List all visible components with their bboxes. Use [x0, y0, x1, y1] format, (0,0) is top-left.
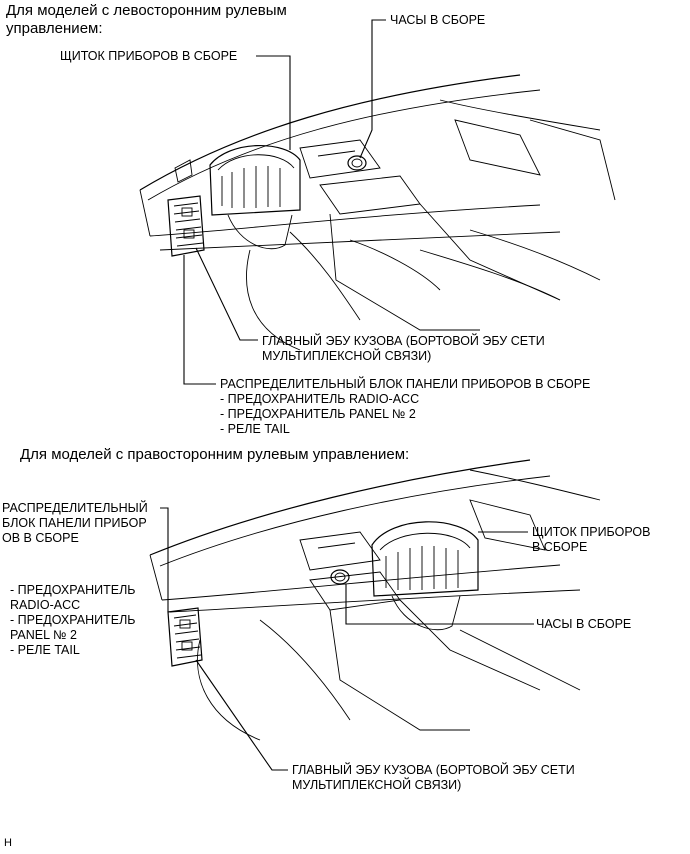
lhd-heading: Для моделей с левосторонним рулевым упра…: [6, 2, 287, 37]
lhd-jb-leader: [183, 255, 216, 385]
rhd-junction-block-label: РАСПРЕДЕЛИТЕЛЬНЫЙ БЛОК ПАНЕЛИ ПРИБОР ОВ …: [2, 501, 148, 545]
rhd-meter-label: ЩИТОК ПРИБОРОВ В СБОРЕ: [532, 525, 651, 554]
lhd-meter-label: ЩИТОК ПРИБОРОВ В СБОРЕ: [60, 49, 238, 63]
lhd-dashboard-drawing: [139, 19, 616, 385]
footer-mark: H: [4, 837, 12, 849]
rhd-ecu-leader: [195, 659, 288, 771]
rhd-parts-label: - ПРЕДОХРАНИТЕЛЬ RADIO-ACC - ПРЕДОХРАНИТ…: [10, 583, 136, 657]
lhd-ecu-leader: [195, 247, 258, 341]
lhd-meter-leader: [256, 55, 291, 150]
lhd-clock-label: ЧАСЫ В СБОРЕ: [390, 13, 486, 27]
rhd-heading: Для моделей с правосторонним рулевым упр…: [20, 446, 410, 463]
lhd-ecu-label: ГЛАВНЫЙ ЭБУ КУЗОВА (БОРТОВОЙ ЭБУ СЕТИ МУ…: [262, 334, 545, 363]
rhd-clock-leader: [345, 584, 534, 625]
rhd-ecu-label: ГЛАВНЫЙ ЭБУ КУЗОВА (БОРТОВОЙ ЭБУ СЕТИ МУ…: [292, 763, 575, 792]
rhd-clock-label: ЧАСЫ В СБОРЕ: [536, 617, 632, 631]
lhd-junction-block-label: РАСПРЕДЕЛИТЕЛЬНЫЙ БЛОК ПАНЕЛИ ПРИБОРОВ В…: [220, 377, 591, 436]
rhd-dashboard-drawing: [149, 459, 601, 771]
rhd-jb-leader: [160, 507, 169, 612]
lhd-clock-leader: [359, 19, 386, 159]
